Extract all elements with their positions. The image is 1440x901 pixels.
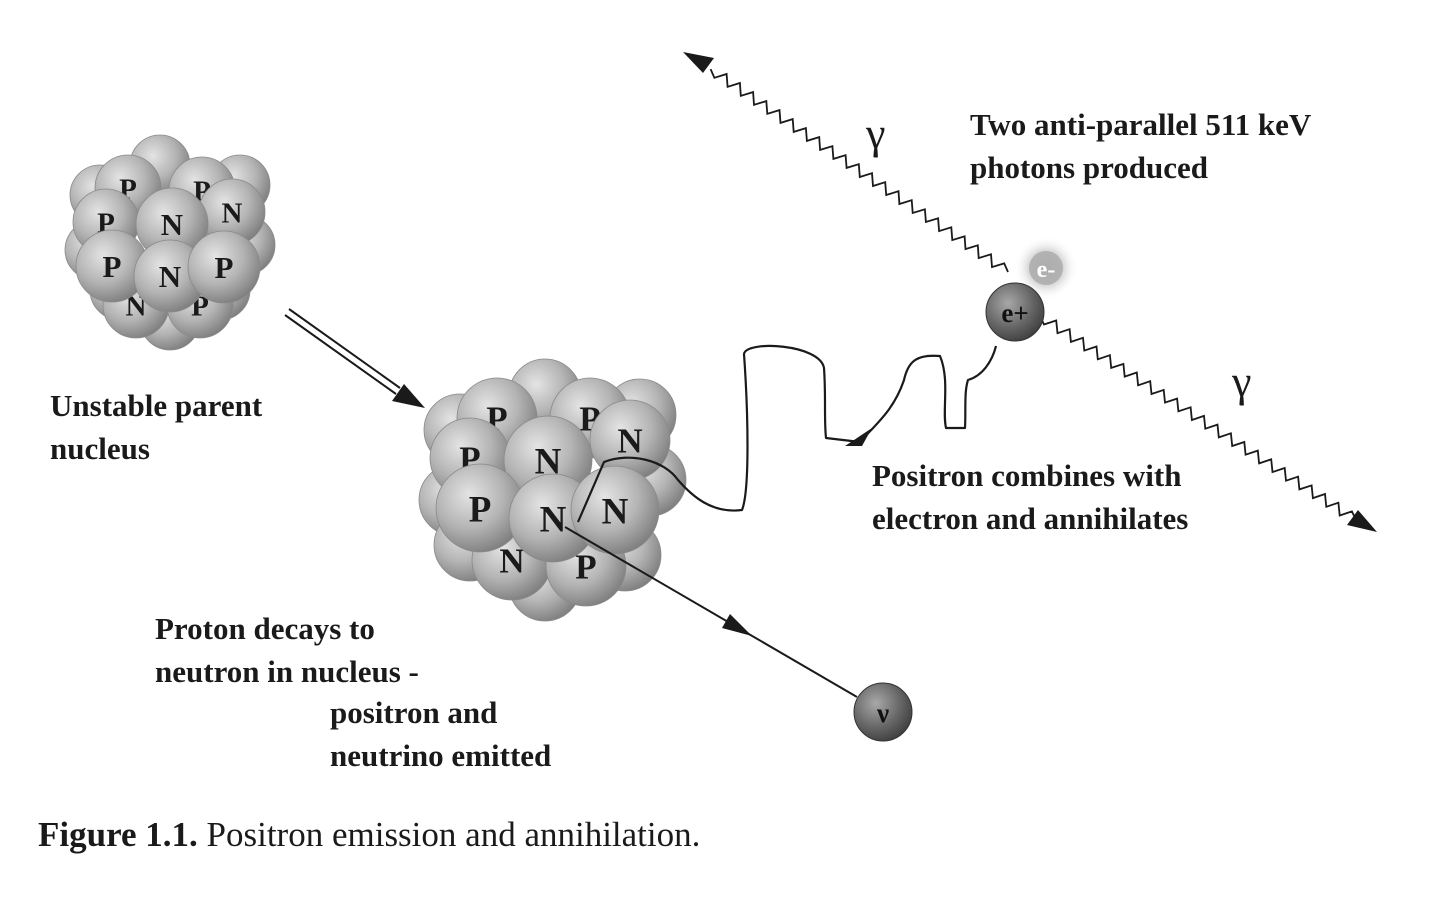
- gamma-symbol-lower: γ: [1231, 357, 1251, 406]
- neutrino-path: [564, 526, 858, 698]
- neutron-sphere-label: N: [126, 290, 147, 322]
- proton-sphere-label: P: [215, 250, 234, 285]
- positron-label: e+: [1001, 298, 1028, 328]
- neutron-sphere-label: N: [159, 259, 181, 294]
- photons-produced-label-line1: Two anti-parallel 511 keV: [970, 107, 1312, 142]
- figure-caption: Figure 1.1. Positron emission and annihi…: [38, 815, 700, 855]
- neutron-sphere-label: N: [617, 422, 642, 461]
- proton-sphere: P: [435, 463, 525, 553]
- neutron-sphere-label: N: [161, 207, 183, 242]
- figure-caption-text: Positron emission and annihilation.: [206, 815, 701, 854]
- figure-caption-number: Figure 1.1.: [38, 815, 198, 854]
- positron-path: [576, 344, 998, 523]
- gamma-ray-lower-arrowhead: [1347, 510, 1377, 532]
- proton-decay-label-line1: Proton decays to: [155, 611, 375, 646]
- neutron-sphere-label: N: [222, 197, 243, 229]
- proton-sphere-label: P: [469, 489, 492, 530]
- annihilation-label-line1: Positron combines with: [872, 458, 1182, 493]
- electron-label: e-: [1037, 257, 1056, 283]
- proton-decay-label-line4: neutrino emitted: [330, 738, 552, 773]
- proton-sphere-label: P: [103, 249, 122, 284]
- photons-produced-label: Two anti-parallel 511 keV photons produc…: [970, 103, 1311, 189]
- electron: e-: [1014, 236, 1078, 300]
- neutron-sphere-label: N: [540, 499, 567, 540]
- unstable-parent-label-line2: nucleus: [50, 431, 150, 466]
- positron-neutrino-emitted-label: positron and neutrino emitted: [330, 691, 551, 777]
- neutrino: ν: [853, 682, 913, 742]
- proton-sphere-label: P: [575, 548, 596, 587]
- gamma-ray-upper-wave: [709, 68, 1009, 273]
- proton-sphere: P: [187, 230, 261, 304]
- positron: e+: [985, 282, 1045, 342]
- annihilation-label-line2: electron and annihilates: [872, 501, 1189, 536]
- neutron-sphere-label: N: [602, 491, 629, 532]
- neutron-sphere: N: [135, 187, 209, 261]
- proton-sphere: P: [75, 229, 149, 303]
- photons-produced-label-line2: photons produced: [970, 150, 1209, 185]
- annihilation-label: Positron combines with electron and anni…: [872, 454, 1188, 540]
- neutrino-label: ν: [876, 698, 889, 728]
- proton-decay-label-line2: neutron in nucleus -: [155, 654, 419, 689]
- neutron-sphere: N: [133, 239, 207, 313]
- decay-transition-arrow: [284, 308, 425, 408]
- unstable-parent-label: Unstable parent nucleus: [50, 384, 262, 470]
- unstable-parent-label-line1: Unstable parent: [50, 388, 263, 423]
- gamma-symbol-upper: γ: [865, 109, 885, 158]
- gamma-ray-upper-arrowhead: [683, 52, 714, 73]
- gamma-ray-lower-wave: [1039, 315, 1357, 521]
- proton-decay-label-line3: positron and: [330, 695, 498, 730]
- proton-decay-label: Proton decays to neutron in nucleus -: [155, 607, 419, 693]
- positron-path-arrowhead: [845, 428, 872, 446]
